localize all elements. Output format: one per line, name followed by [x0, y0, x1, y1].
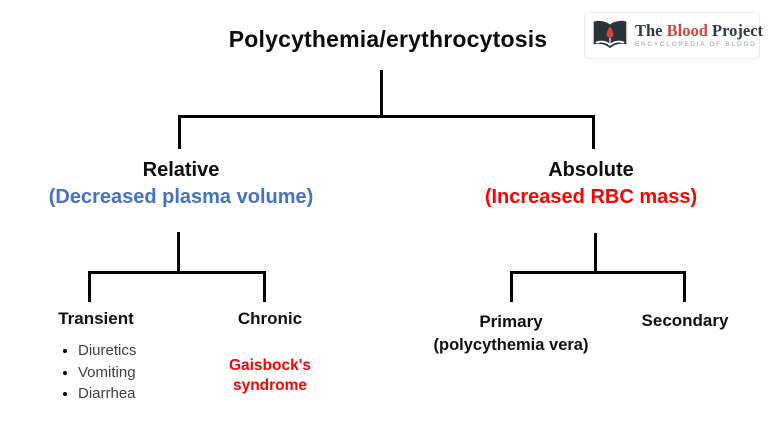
- logo-name: The Blood Project: [635, 21, 764, 41]
- transient-causes-list: Diuretics Vomiting Diarrhea: [58, 340, 136, 405]
- primary-sublabel: (polycythemia vera): [433, 335, 589, 354]
- connector-drop-relative: [178, 115, 181, 149]
- connector-root-stem: [380, 70, 383, 118]
- gaisbock-syndrome-note: Gaisbock's syndrome: [228, 357, 312, 394]
- node-chronic: Chronic: [237, 309, 303, 328]
- connector-drop-primary: [510, 271, 513, 302]
- node-secondary: Secondary: [641, 311, 729, 330]
- connector-drop-chronic: [263, 271, 266, 302]
- page-title: Polycythemia/erythrocytosis: [228, 26, 548, 52]
- connector-drop-transient: [88, 271, 91, 302]
- connector-drop-secondary: [683, 271, 686, 302]
- connector-relative-horizontal: [88, 271, 266, 274]
- primary-label: Primary: [479, 312, 543, 331]
- node-absolute: Absolute (Increased RBC mass): [430, 158, 752, 212]
- node-relative: Relative (Decreased plasma volume): [20, 158, 342, 212]
- blood-drop-icon: [606, 26, 614, 38]
- absolute-sublabel: (Increased RBC mass): [484, 186, 698, 208]
- connector-absolute-horizontal: [510, 271, 686, 274]
- relative-sublabel: (Decreased plasma volume): [48, 186, 314, 208]
- connector-absolute-stem: [594, 233, 597, 274]
- logo-tagline: ENCYCLOPEDIA OF BLOOD: [635, 40, 757, 48]
- node-primary: Primary (polycythemia vera): [431, 311, 591, 356]
- open-book-icon: [593, 20, 627, 49]
- node-transient: Transient: [58, 309, 134, 328]
- list-item: Diuretics: [78, 340, 136, 362]
- list-item: Vomiting: [78, 362, 136, 384]
- connector-relative-stem: [177, 232, 180, 274]
- relative-label: Relative: [142, 159, 220, 181]
- absolute-label: Absolute: [548, 159, 634, 181]
- blood-project-logo: The Blood Project ENCYCLOPEDIA OF BLOOD: [584, 12, 763, 59]
- connector-drop-absolute: [592, 115, 595, 149]
- connector-level1-horizontal: [178, 115, 595, 118]
- list-item: Diarrhea: [78, 383, 136, 405]
- logo-text: The Blood Project ENCYCLOPEDIA OF BLOOD: [635, 22, 763, 48]
